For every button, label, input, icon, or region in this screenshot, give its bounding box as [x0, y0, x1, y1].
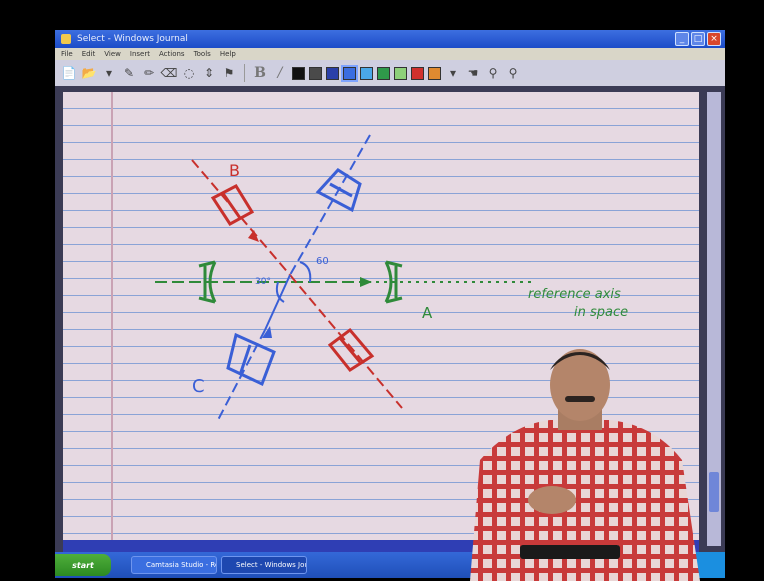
menu-actions[interactable]: Actions — [158, 50, 185, 58]
hand-pan-icon[interactable]: ☚ — [467, 66, 479, 80]
bold-button[interactable]: B — [254, 65, 266, 81]
menu-view[interactable]: View — [104, 50, 121, 58]
angle-label-60: 60 — [316, 256, 329, 267]
presenter-icon — [470, 349, 700, 581]
label-a: A — [422, 304, 433, 322]
toolbar-separator — [244, 64, 245, 82]
label-b: B — [229, 161, 240, 180]
note-line-1: reference axis — [528, 287, 621, 302]
mirror-b-lower-icon — [327, 327, 375, 372]
italic-button[interactable]: / — [277, 65, 283, 81]
title-bar: Select - Windows Journal _ □ × — [55, 30, 725, 48]
mirror-a-icon — [384, 260, 403, 304]
eraser-icon[interactable]: ⌫ — [160, 66, 178, 80]
open-folder-icon[interactable]: 📂 — [81, 66, 97, 80]
close-button[interactable]: × — [707, 32, 721, 46]
color-swatch-black[interactable] — [292, 66, 305, 80]
journal-app-icon — [61, 34, 71, 44]
scroll-thumb[interactable] — [709, 472, 719, 512]
color-swatch-light-blue[interactable] — [360, 66, 373, 80]
note-line-2: in space — [574, 305, 628, 320]
dropdown-arrow-icon[interactable]: ▾ — [449, 66, 457, 80]
presenter-video-overlay — [470, 349, 700, 581]
angle-arc-60 — [299, 261, 312, 283]
page-margin-line — [111, 92, 113, 546]
axis-b-arrow — [248, 230, 259, 242]
menu-insert[interactable]: Insert — [129, 50, 150, 58]
zoom-out-icon[interactable]: ⚲ — [508, 66, 518, 80]
insert-space-icon[interactable]: ⇕ — [203, 66, 215, 80]
color-swatch-green[interactable] — [377, 66, 390, 80]
menu-edit[interactable]: Edit — [81, 50, 96, 58]
maximize-button[interactable]: □ — [691, 32, 705, 46]
color-swatch-light-green[interactable] — [394, 66, 407, 80]
new-page-icon[interactable]: 📄 — [61, 66, 77, 80]
reference-axis-arrow — [360, 277, 372, 287]
taskbar-item-camtasia[interactable]: Camtasia Studio - Rec... — [131, 556, 217, 574]
page-area — [55, 86, 725, 552]
color-swatch-red[interactable] — [411, 66, 424, 80]
menu-file[interactable]: File — [61, 50, 73, 58]
color-swatch-gray[interactable] — [309, 66, 322, 80]
label-c: C — [192, 376, 205, 397]
axis-b — [191, 159, 403, 409]
color-swatch-blue[interactable] — [341, 64, 358, 82]
axis-c-arrow — [262, 326, 272, 338]
pen-icon[interactable]: ✎ — [123, 66, 135, 80]
angle-arc-30 — [275, 281, 285, 303]
taskbar-item-journal[interactable]: Select - Windows Jou... — [221, 556, 307, 574]
flag-icon[interactable]: ⚑ — [223, 66, 235, 80]
start-button[interactable]: start — [55, 554, 111, 576]
angle-label-30: 30° — [255, 277, 271, 287]
mirror-left-icon — [198, 260, 217, 304]
window-title: Select - Windows Journal — [77, 34, 188, 44]
menu-bar: File Edit View Insert Actions Tools Help — [55, 48, 725, 60]
menu-tools[interactable]: Tools — [193, 50, 211, 58]
axis-60 — [289, 134, 371, 276]
dropdown-arrow-icon[interactable]: ▾ — [105, 66, 113, 80]
color-swatch-navy[interactable] — [326, 66, 339, 80]
zoom-icon[interactable]: ⚲ — [488, 66, 498, 80]
vertical-scrollbar[interactable] — [707, 92, 721, 546]
menu-help[interactable]: Help — [219, 50, 236, 58]
highlighter-icon[interactable]: ✏ — [143, 66, 155, 80]
window-controls: _ □ × — [675, 32, 721, 46]
mirror-upper-icon — [315, 168, 362, 213]
lasso-select-icon[interactable]: ◌ — [183, 66, 195, 80]
mirror-b-icon — [210, 184, 255, 226]
pen-toolbar: 📄 📂 ▾ ✎ ✏ ⌫ ◌ ⇕ ⚑ B / ▾ ☚ ⚲ ⚲ — [55, 60, 725, 86]
minimize-button[interactable]: _ — [675, 32, 689, 46]
color-swatch-orange[interactable] — [428, 66, 441, 80]
mirror-c-icon — [226, 332, 276, 387]
